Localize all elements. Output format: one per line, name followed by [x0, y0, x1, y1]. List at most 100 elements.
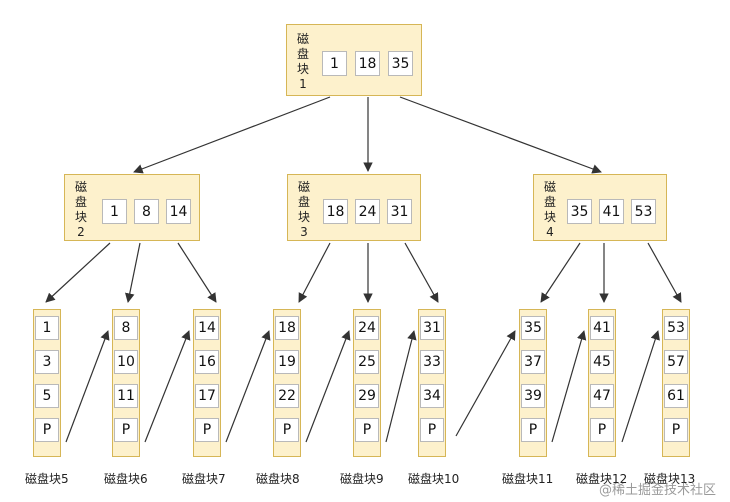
- key-cell: 14: [195, 316, 219, 340]
- pointer-cell: P: [195, 418, 219, 442]
- internal-node: 磁 盘 块 4 35 41 53: [533, 174, 667, 241]
- key-cell: 34: [420, 384, 444, 408]
- leaf-link-arrow: [551, 330, 587, 443]
- internal-node: 磁 盘 块 2 1 8 14: [64, 174, 200, 241]
- pointer-cell: P: [664, 418, 688, 442]
- key-cell: 18: [355, 51, 380, 76]
- key-cell: 47: [590, 384, 614, 408]
- edge-arrow: [540, 242, 581, 303]
- key-cell: 14: [166, 199, 191, 224]
- key-cell: 10: [114, 350, 138, 374]
- internal-node-label-char: 2: [77, 225, 85, 239]
- key-cell: 22: [275, 384, 299, 408]
- edge-arrow: [133, 96, 331, 174]
- key-cell: 8: [114, 316, 138, 340]
- key-cell: 31: [387, 199, 412, 224]
- edge-arrow: [399, 96, 602, 174]
- internal-node-label-char: 盘: [297, 195, 310, 209]
- leaf-node: 24 25 29 P: [353, 309, 381, 457]
- leaf-link-arrow: [305, 330, 351, 443]
- key-cell: 41: [590, 316, 614, 340]
- key-cell: 45: [590, 350, 614, 374]
- key-cell: 35: [567, 199, 592, 224]
- key-cell: 1: [102, 199, 127, 224]
- key-cell: 24: [355, 316, 379, 340]
- key-cell: 11: [114, 384, 138, 408]
- internal-node-label-char: 块: [543, 210, 556, 224]
- key-cell: 18: [323, 199, 348, 224]
- key-cell: 5: [35, 384, 59, 408]
- watermark: @稀土掘金技术社区: [598, 483, 716, 498]
- edge-arrow: [177, 242, 217, 303]
- leaf-block-label: 磁盘块10: [408, 472, 460, 486]
- key-cell: 61: [664, 384, 688, 408]
- leaf-block-label: 磁盘块9: [340, 472, 384, 486]
- leaf-link-arrow: [225, 330, 271, 443]
- pointer-cell: P: [590, 418, 614, 442]
- key-cell: 35: [521, 316, 545, 340]
- leaf-block-label: 磁盘块11: [502, 472, 554, 486]
- key-cell: 29: [355, 384, 379, 408]
- pointer-cell: P: [420, 418, 444, 442]
- internal-node-label-char: 块: [74, 210, 87, 224]
- internal-node-label-char: 盘: [543, 195, 556, 209]
- pointer-cell: P: [521, 418, 545, 442]
- leaf-node: 18 19 22 P: [273, 309, 301, 457]
- leaf-node: 35 37 39 P: [519, 309, 547, 457]
- pointer-cell: P: [355, 418, 379, 442]
- leaf-block-label: 磁盘块12: [576, 472, 628, 486]
- leaf-node: 1 3 5 P: [33, 309, 61, 457]
- leaf-node: 31 33 34 P: [418, 309, 446, 457]
- leaf-block-label: 磁盘块5: [25, 472, 69, 486]
- edge-arrow: [298, 242, 331, 303]
- leaf-link-arrow: [385, 330, 417, 443]
- key-cell: 53: [631, 199, 656, 224]
- leaf-block-label: 磁盘块6: [104, 472, 148, 486]
- edge-arrow: [647, 242, 682, 303]
- key-cell: 31: [420, 316, 444, 340]
- edge-arrow: [125, 242, 141, 303]
- internal-node-label-char: 块: [297, 210, 310, 224]
- key-cell: 39: [521, 384, 545, 408]
- leaf-block-label: 磁盘块8: [256, 472, 300, 486]
- leaf-link-arrow: [65, 330, 110, 443]
- root-node: 磁 盘 块 1 1 18 35: [286, 24, 422, 96]
- root-node-label-char: 1: [299, 77, 307, 91]
- key-cell: 24: [355, 199, 380, 224]
- edge-arrow: [404, 242, 439, 303]
- leaf-node: 8 10 11 P: [112, 309, 140, 457]
- pointer-cell: P: [275, 418, 299, 442]
- root-node-label-char: 块: [296, 62, 309, 76]
- leaf-link-arrow: [621, 330, 660, 443]
- internal-node-label-char: 磁: [543, 180, 556, 194]
- internal-node: 磁 盘 块 3 18 24 31: [287, 174, 421, 241]
- leaf-link-arrow: [144, 330, 191, 443]
- leaf-block-label: 磁盘块13: [644, 472, 696, 486]
- key-cell: 1: [35, 316, 59, 340]
- key-cell: 37: [521, 350, 545, 374]
- key-cell: 8: [134, 199, 159, 224]
- internal-node-label-char: 3: [300, 225, 308, 239]
- leaf-node: 14 16 17 P: [193, 309, 221, 457]
- pointer-cell: P: [35, 418, 59, 442]
- edge-arrow: [45, 242, 111, 303]
- leaf-node: 41 45 47 P: [588, 309, 616, 457]
- root-node-label-char: 磁: [296, 32, 309, 46]
- key-cell: 3: [35, 350, 59, 374]
- key-cell: 25: [355, 350, 379, 374]
- leaf-node: 53 57 61 P: [662, 309, 690, 457]
- internal-node-label-char: 磁: [297, 180, 310, 194]
- internal-node-label-char: 4: [546, 225, 554, 239]
- pointer-cell: P: [114, 418, 138, 442]
- key-cell: 19: [275, 350, 299, 374]
- leaf-link-arrow: [455, 330, 516, 437]
- key-cell: 1: [322, 51, 347, 76]
- key-cell: 35: [388, 51, 413, 76]
- key-cell: 17: [195, 384, 219, 408]
- key-cell: 41: [599, 199, 624, 224]
- key-cell: 33: [420, 350, 444, 374]
- internal-node-label-char: 磁: [74, 180, 87, 194]
- key-cell: 57: [664, 350, 688, 374]
